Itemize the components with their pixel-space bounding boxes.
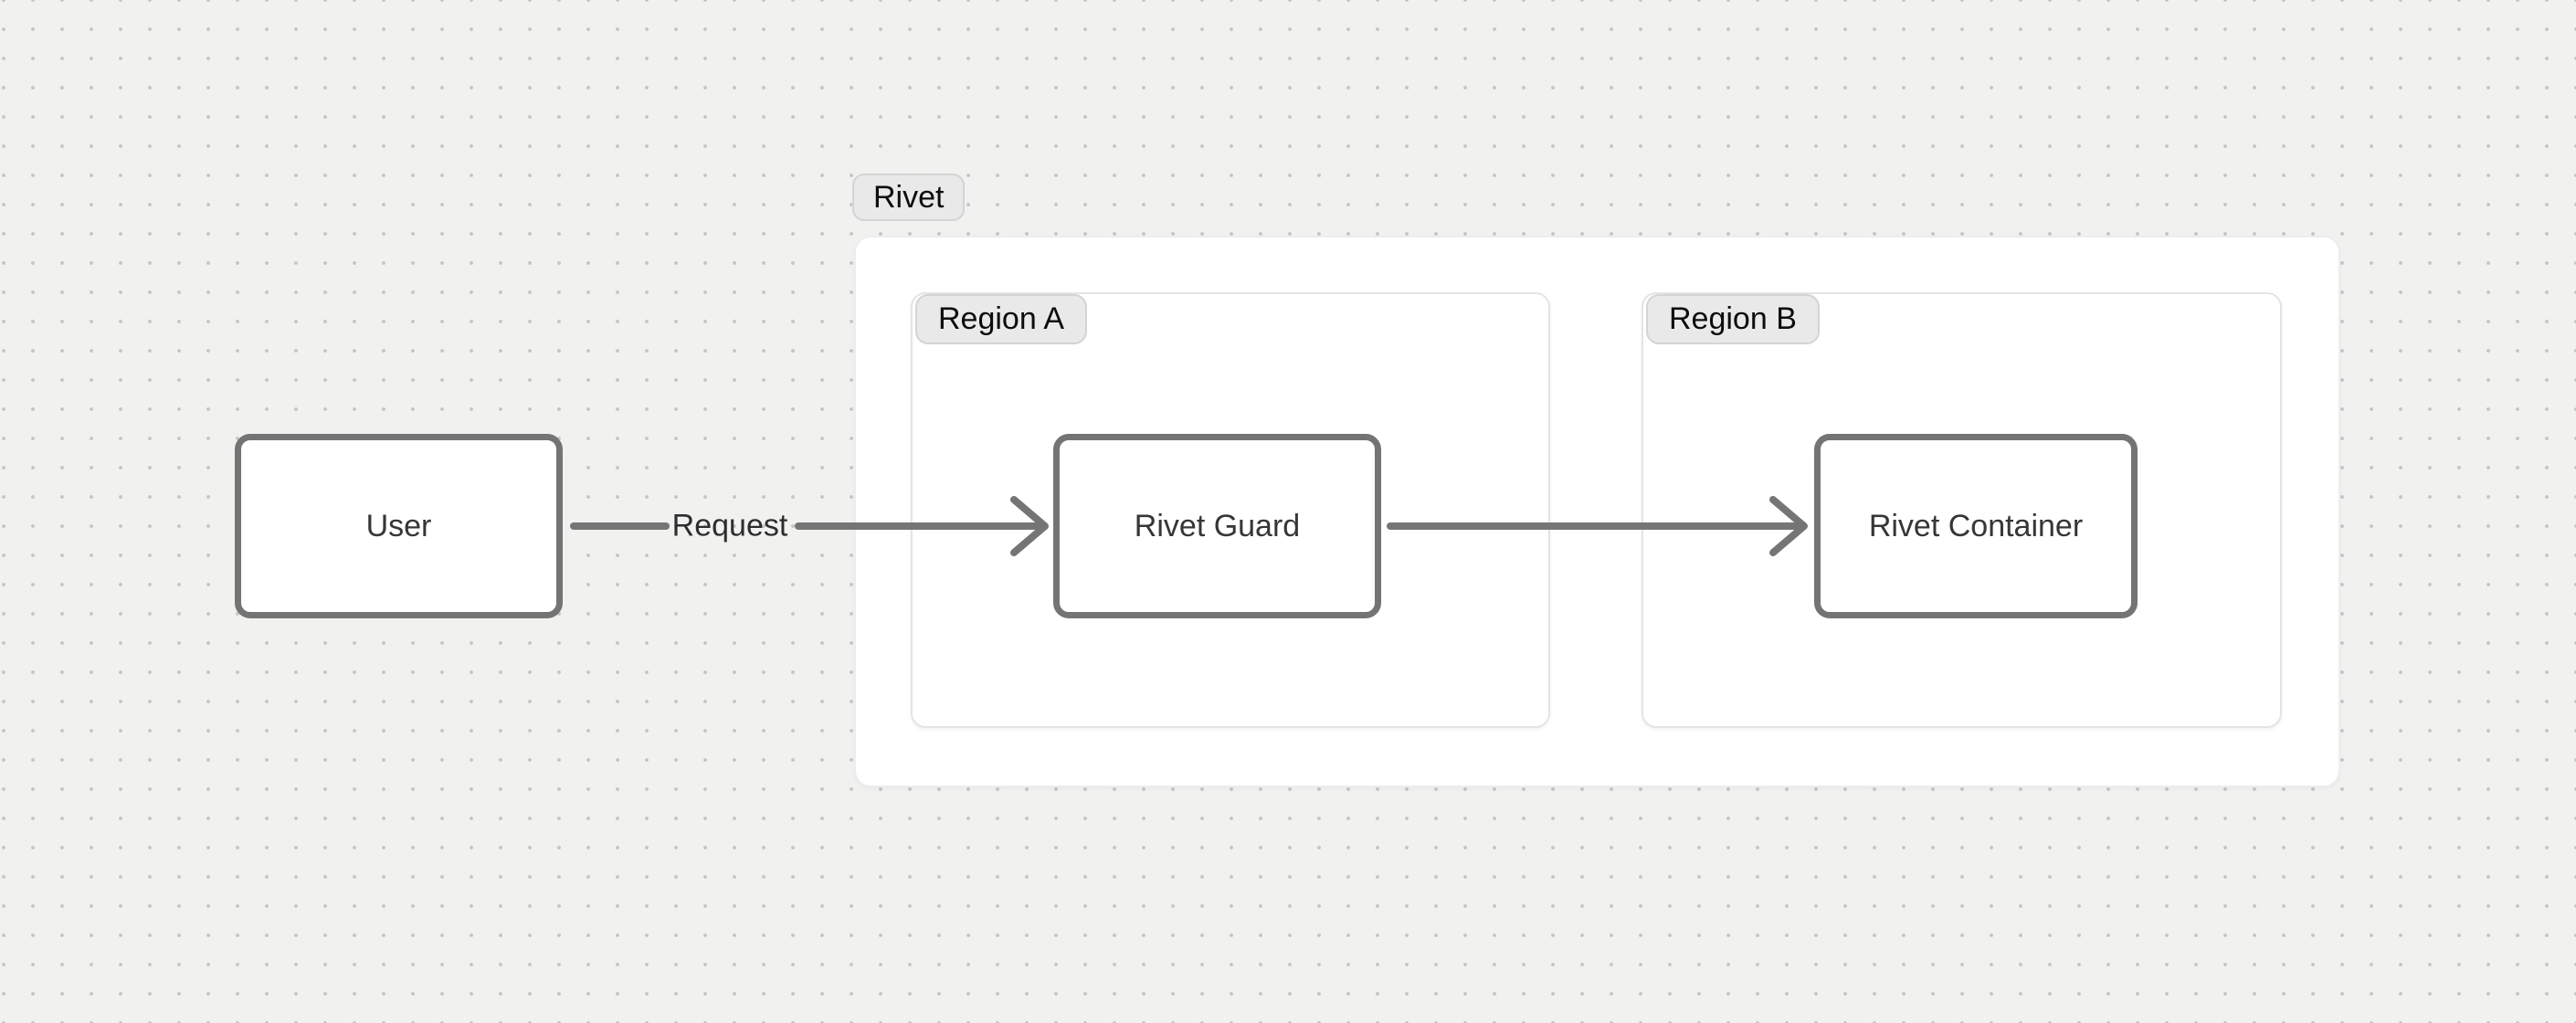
- group-tag-rivet[interactable]: Rivet: [852, 174, 966, 221]
- group-tag-region-b-label: Region B: [1669, 301, 1797, 336]
- node-user[interactable]: User: [235, 434, 563, 618]
- group-tag-region-a[interactable]: Region A: [915, 294, 1087, 344]
- group-tag-region-a-label: Region A: [938, 301, 1064, 336]
- node-rivet-container-label: Rivet Container: [1868, 508, 2084, 543]
- node-rivet-container[interactable]: Rivet Container: [1814, 434, 2138, 618]
- edge-label-request: Request: [671, 508, 788, 543]
- group-tag-rivet-label: Rivet: [873, 179, 945, 215]
- node-user-label: User: [365, 508, 432, 543]
- group-tag-region-b[interactable]: Region B: [1646, 294, 1820, 344]
- node-rivet-guard[interactable]: Rivet Guard: [1053, 434, 1381, 618]
- node-rivet-guard-label: Rivet Guard: [1134, 508, 1301, 543]
